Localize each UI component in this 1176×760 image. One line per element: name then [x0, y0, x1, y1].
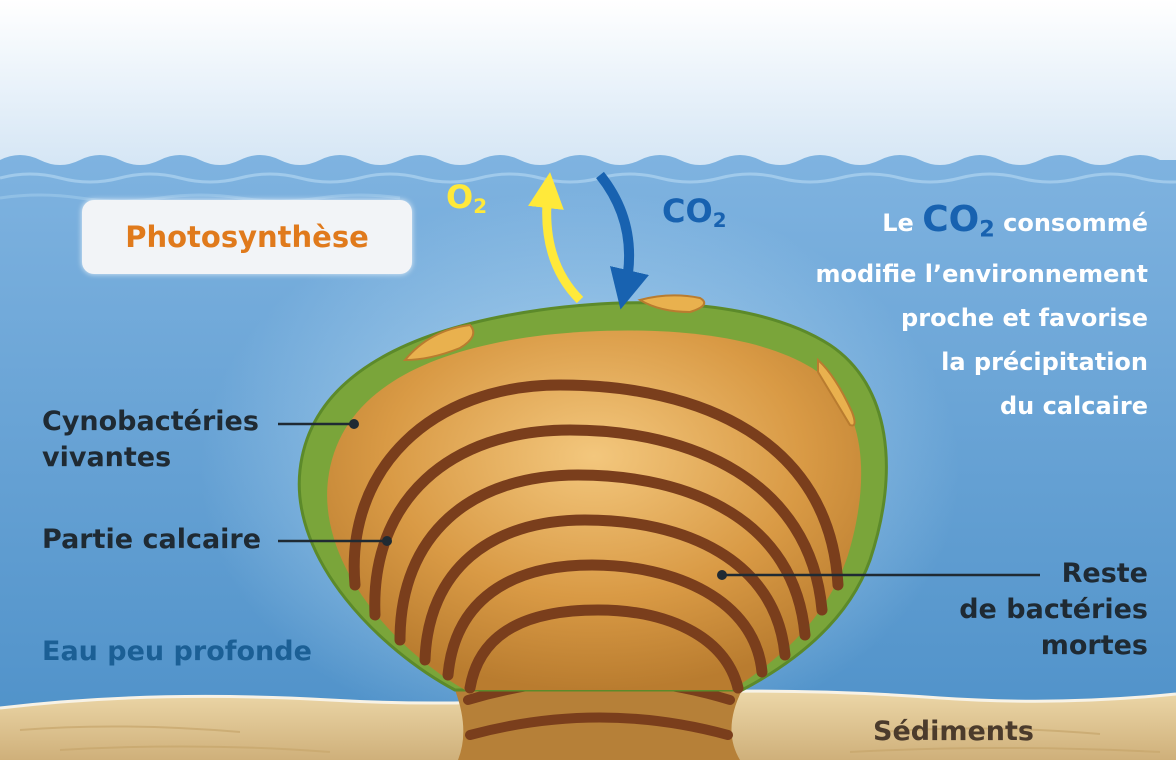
co2-note: Le CO2 consommé modifie l’environnement …	[815, 198, 1148, 428]
co2-note-line4: la précipitation	[941, 347, 1148, 376]
co2-note-line5: du calcaire	[999, 391, 1148, 420]
cyanobacteries-line1: Cynobactéries	[42, 406, 259, 437]
leader-dots	[349, 419, 727, 580]
o2-arrow	[528, 172, 584, 304]
co2-label: CO2	[662, 192, 726, 232]
photosynthese-box: Photosynthèse	[82, 200, 412, 274]
eau-label: Eau peu profonde	[42, 636, 312, 667]
co2-sub: 2	[712, 208, 727, 232]
co2-note-co2-main: CO	[922, 199, 980, 240]
sky	[0, 0, 1176, 165]
partie-calcaire-label: Partie calcaire	[42, 524, 262, 555]
sediment-texture	[19, 725, 1161, 753]
surface-blobs	[402, 294, 856, 427]
o2-sub: 2	[473, 194, 487, 218]
co2-note-co2: CO2	[922, 199, 995, 243]
cyanobacteries-label: Cynobactéries vivantes	[42, 404, 259, 476]
reste-line3: mortes	[1040, 630, 1148, 661]
cyanobacteries-line2: vivantes	[42, 442, 172, 473]
o2-main: O	[446, 178, 474, 216]
co2-note-co2-sub: 2	[979, 216, 995, 243]
dot-cyanobacteries	[349, 419, 359, 429]
reste-label: Reste de bactéries mortes	[959, 556, 1148, 664]
dot-reste	[717, 570, 727, 580]
reste-line2: de bactéries	[959, 594, 1148, 625]
co2-arrow	[596, 171, 649, 310]
co2-note-line1: Le CO2 consommé	[815, 198, 1148, 252]
photosynthese-label: Photosynthèse	[125, 220, 369, 254]
o2-label: O2	[446, 178, 487, 218]
dead-bacteria-bands	[348, 379, 844, 694]
co2-note-line2: modifie l’environnement	[815, 259, 1148, 288]
co2-note-line3: proche et favorise	[901, 303, 1148, 332]
leader-lines	[278, 422, 1040, 577]
co2-note-line1-rest: consommé	[994, 209, 1148, 237]
dot-partie-calcaire	[382, 536, 392, 546]
co2-note-prefix: Le	[882, 209, 923, 237]
co2-main: CO	[662, 192, 713, 230]
reste-line1: Reste	[1061, 558, 1148, 589]
sediments-label: Sédiments	[873, 716, 1034, 747]
stromatolite-stem	[455, 690, 742, 760]
